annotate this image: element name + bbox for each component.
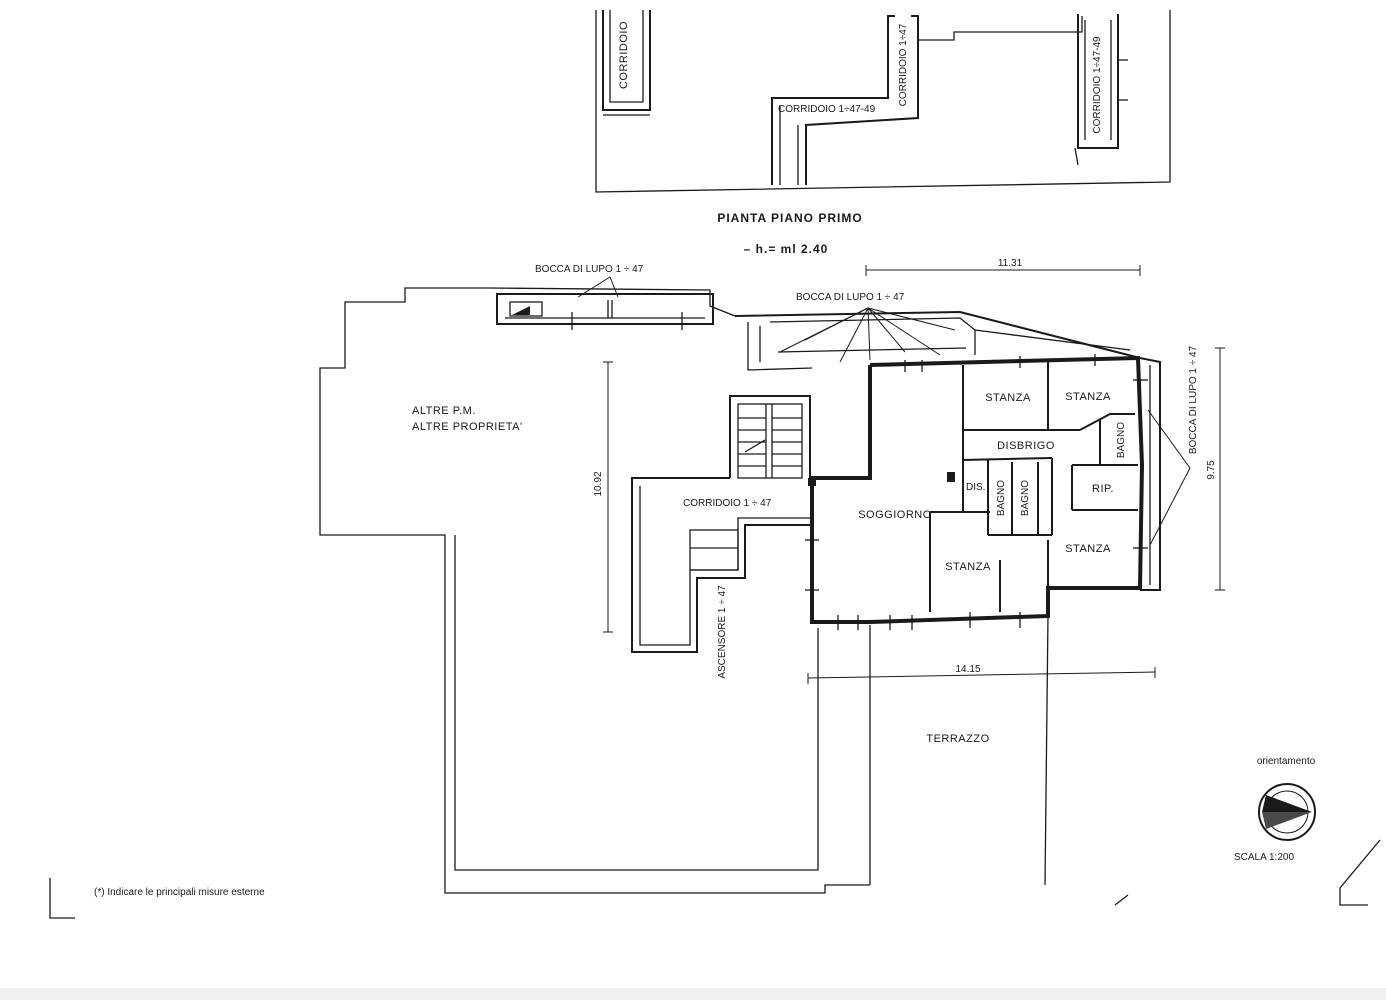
label-corridoio-top-v1: CORRIDOIO 1÷47 [898, 23, 909, 106]
dimension-left [603, 361, 613, 633]
label-altre-pm: ALTRE P.M. [412, 405, 476, 417]
dimension-left-label: 10.92 [593, 471, 604, 496]
label-corridoio-top-h: CORRIDOIO 1÷47-49 [778, 104, 876, 115]
dimension-right [1215, 347, 1225, 591]
bocca-di-lupo-side [1139, 357, 1191, 591]
bocca-di-lupo-right [734, 307, 1141, 371]
label-corridoio-top-v2: CORRIDOIO 1÷47-49 [1092, 36, 1103, 134]
plan-title: PIANTA PIANO PRIMO [717, 211, 862, 225]
label-bagno-2: BAGNO [996, 480, 1007, 516]
label-dis: DIS. [966, 482, 985, 493]
footnote-bracket [49, 878, 75, 919]
dimension-right-label: 9.75 [1206, 460, 1217, 480]
label-corridoio-top-left: CORRIDOIO [618, 21, 630, 89]
label-stanza-1: STANZA [985, 392, 1031, 404]
dimension-bottom-label: 14.15 [955, 664, 980, 675]
label-stanza-3: STANZA [945, 561, 991, 573]
staircase [729, 395, 811, 479]
dimension-top [865, 265, 1141, 276]
dimension-top-label: 11.31 [998, 258, 1023, 269]
label-terrazzo: TERRAZZO [926, 733, 989, 745]
dimension-bottom [807, 667, 1156, 684]
label-bocca-di-lupo-1: BOCCA DI LUPO 1 ÷ 47 [535, 264, 644, 275]
plan-height: – h.= ml 2.40 [744, 242, 829, 256]
top-partial-plan [595, 10, 1171, 193]
label-ascensore: ASCENSORE 1 ÷ 47 [717, 585, 728, 679]
scan-edge [0, 988, 1386, 1000]
label-stanza-4: STANZA [1065, 543, 1111, 555]
label-bagno-3: BAGNO [1020, 480, 1031, 516]
page-corner [1339, 839, 1381, 906]
compass-icon [1258, 783, 1316, 841]
label-rip: RIP. [1092, 483, 1114, 495]
apartment-walls [805, 354, 1148, 630]
label-soggiorno: SOGGIORNO [858, 509, 932, 521]
label-bocca-di-lupo-3: BOCCA DI LUPO 1 ÷ 47 [1188, 345, 1199, 454]
label-disbrigo: DISBRIGO [997, 440, 1055, 452]
label-stanza-2: STANZA [1065, 391, 1111, 403]
corridoio-ascensore [631, 477, 812, 653]
scale-label: SCALA 1:200 [1234, 852, 1294, 863]
label-corridoio-mid: CORRIDOIO 1 ÷ 47 [683, 498, 772, 509]
footnote: (*) Indicare le principali misure estern… [94, 887, 265, 898]
outer-outline [319, 287, 1049, 894]
bocca-di-lupo-left [496, 276, 714, 330]
label-bocca-di-lupo-2: BOCCA DI LUPO 1 ÷ 47 [796, 292, 905, 303]
label-altre-proprieta: ALTRE PROPRIETA' [412, 421, 523, 433]
orientation-label: orientamento [1257, 756, 1316, 767]
label-bagno-1: BAGNO [1116, 422, 1127, 458]
